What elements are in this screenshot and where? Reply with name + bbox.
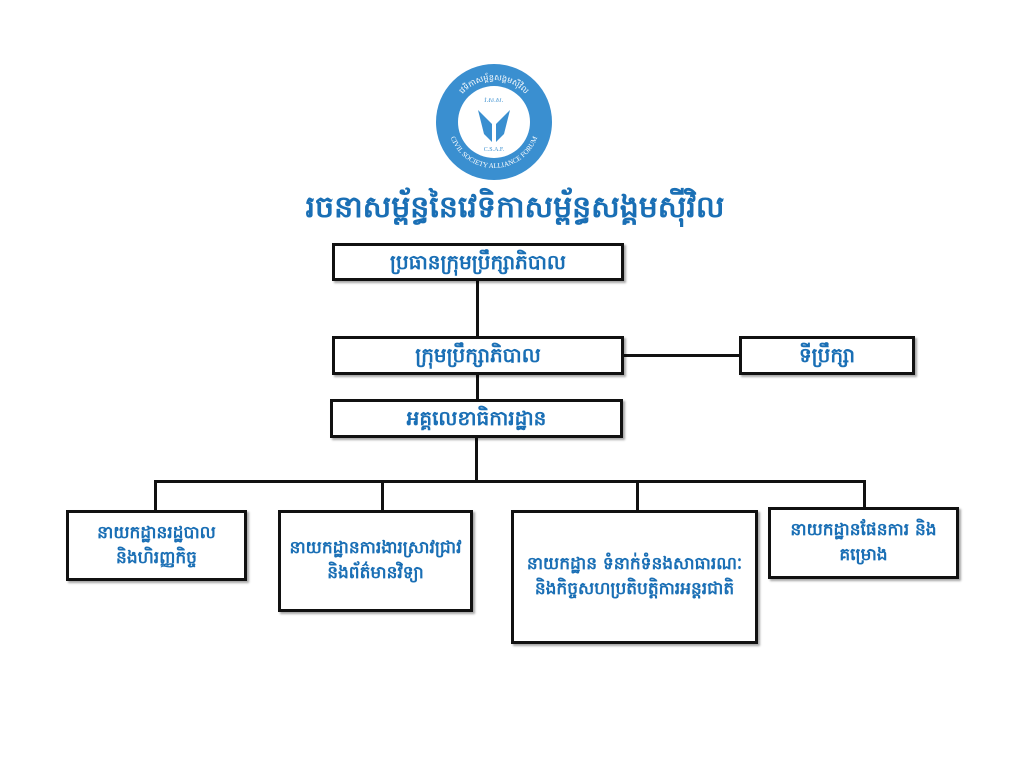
- node-label: នាយកដ្ឋាន ទំនាក់ទំនងសាធារណៈ និងកិច្ចសហប្…: [526, 554, 743, 599]
- node-label: ប្រធានក្រុមប្រឹក្សាភិបាល: [390, 249, 566, 274]
- node-dept-admin-finance: នាយកដ្ឋានរដ្ឋបាល និងហិរញ្ញកិច្ច: [66, 510, 247, 581]
- chart-title: រចនាសម្ព័ន្ធនៃវេទិកាសម្ព័ន្ធសង្គមស៊ីវិល: [305, 190, 725, 225]
- connector: [154, 480, 157, 510]
- node-label: នាយកដ្ឋានការងារស្រាវជ្រាវ និងព័ត៌មានវិទ្…: [289, 538, 462, 583]
- logo-abbrev: C.S.A.F.: [484, 147, 505, 153]
- logo-abbrev-khmer: វ.ស.ស.: [484, 97, 503, 104]
- node-advisor: ទីប្រឹក្សា: [739, 336, 915, 375]
- node-label: ទីប្រឹក្សា: [798, 343, 856, 367]
- node-label: ក្រុមប្រឹក្សាភិបាល: [415, 343, 541, 367]
- connector: [154, 480, 866, 483]
- connector: [636, 480, 639, 510]
- node-board: ក្រុមប្រឹក្សាភិបាល: [332, 336, 624, 375]
- connector: [863, 480, 866, 508]
- node-label: នាយកដ្ឋានរដ្ឋបាល និងហិរញ្ញកិច្ច: [97, 522, 216, 568]
- node-label: អគ្គលេខាធិការដ្ឋាន: [406, 406, 547, 430]
- connector: [476, 280, 479, 336]
- node-secretariat: អគ្គលេខាធិការដ្ឋាន: [330, 399, 623, 438]
- connector: [624, 354, 739, 357]
- node-dept-public-relations: នាយកដ្ឋាន ទំនាក់ទំនងសាធារណៈ និងកិច្ចសហប្…: [511, 510, 758, 644]
- hands-icon: [478, 110, 510, 142]
- node-label: នាយកដ្ឋានផែនការ និងគម្រោង: [790, 520, 937, 565]
- connector: [476, 374, 479, 399]
- node-dept-planning-projects: នាយកដ្ឋានផែនការ និងគម្រោង: [768, 507, 959, 579]
- connector: [381, 480, 384, 510]
- node-board-chair: ប្រធានក្រុមប្រឹក្សាភិបាល: [332, 243, 624, 281]
- csaf-logo: វេទិកាសម្ព័ន្ធសង្គមស៊ីវិល CIVIL SOCIETY …: [436, 64, 552, 180]
- connector: [475, 437, 478, 482]
- node-dept-research-it: នាយកដ្ឋានការងារស្រាវជ្រាវ និងព័ត៌មានវិទ្…: [278, 510, 473, 612]
